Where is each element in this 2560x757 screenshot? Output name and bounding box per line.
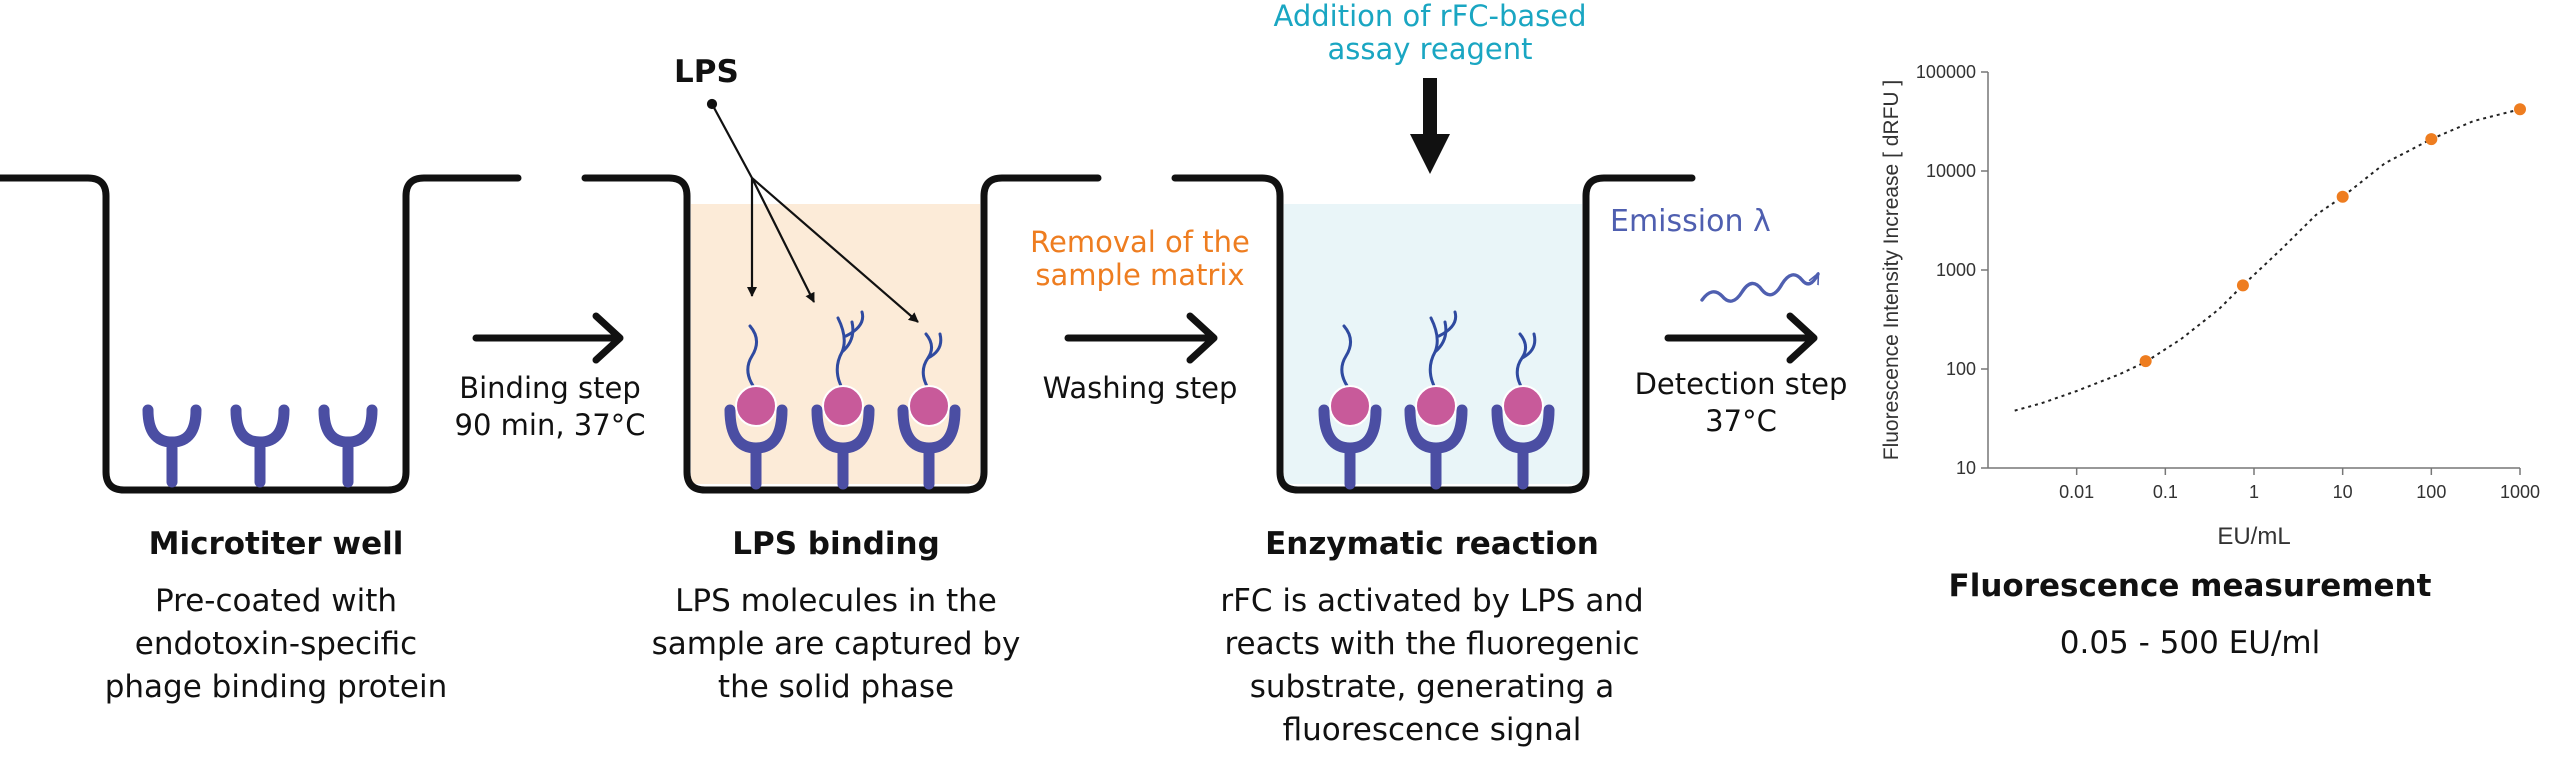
x-tick-label: 100 [2416,482,2446,502]
step-line: 37°C [1705,404,1777,438]
stage-fluorescence-measurement: Fluorescence measurement 0.05 - 500 EU/m… [1940,568,2440,665]
lps-chain [1428,310,1458,392]
fit-curve [2014,108,2521,412]
binding-step-label: Binding step 90 min, 37°C [440,370,660,444]
x-tick-label: 10 [2333,482,2353,502]
stage-desc: Pre-coated with endotoxin-specific phage… [76,580,476,709]
reagent-arrow [1410,78,1450,174]
step-line: Detection step [1634,367,1848,401]
lps-bead [1329,385,1371,427]
stage-title: Microtiter well [148,526,404,562]
lps-bead [1502,385,1544,427]
y-tick-label: 10000 [1926,161,1976,181]
emission-wave-icon [1700,274,1820,303]
desc-line: LPS molecules in the [675,583,997,619]
lps-pointers [706,98,919,323]
lps-bead [735,385,777,427]
washing-step-label: Washing step [1030,370,1250,407]
desc-line: substrate, generating a [1249,669,1615,705]
desc-line: reacts with the fluoregenic [1224,626,1640,662]
step-line: Binding step [459,371,641,405]
arrow-down-icon [1410,134,1450,174]
lps-chain [746,324,758,392]
y-tick-label: 1000 [1936,260,1976,280]
protein-icon [318,404,378,488]
well-1-proteins [142,404,378,488]
x-tick-label: 1000 [2500,482,2540,502]
stage-desc: 0.05 - 500 EU/ml [1940,622,2440,665]
lps-chain [1340,324,1352,392]
lps-label: LPS [674,54,739,90]
protein-icon [142,404,202,488]
desc-line: endotoxin-specific [134,626,418,662]
data-point [2236,279,2249,292]
lps-chain [1515,332,1537,392]
protein-icon [1404,404,1468,490]
removal-label-line: Removal of the [1030,225,1250,259]
y-tick-label: 100000 [1916,62,1976,82]
stage-enzymatic-reaction: Enzymatic reaction rFC is activated by L… [1212,526,1652,752]
desc-line: phage binding protein [104,669,448,705]
lps-bead [908,385,950,427]
lps-bead [1415,385,1457,427]
stage-lps-binding: LPS binding LPS molecules in the sample … [636,526,1036,709]
reagent-label: Addition of rFC-based assay reagent [1230,0,1630,66]
step-line: 90 min, 37°C [454,408,646,442]
lps-chain [921,332,943,392]
x-axis-label: EU/mL [2217,523,2290,550]
well-2 [581,174,1102,494]
well-2-complexes [724,310,961,490]
desc-line: Pre-coated with [154,583,397,619]
stage-desc: LPS molecules in the sample are captured… [636,580,1036,709]
detection-step-label: Detection step 37°C [1626,366,1856,440]
emission-label: Emission λ [1610,204,1771,239]
protein-icon [1491,404,1555,490]
protein-icon [811,404,875,490]
desc-line: the solid phase [717,669,955,705]
protein-icon [230,404,290,488]
removal-label: Removal of the sample matrix [1010,226,1270,292]
lps-bead [822,385,864,427]
protein-icon [724,404,788,490]
y-tick-label: 100 [1946,359,1976,379]
stage-microtiter-well: Microtiter well Pre-coated with endotoxi… [76,526,476,709]
data-point [2425,133,2438,146]
data-point [2139,355,2152,368]
stage-desc: rFC is activated by LPS and reacts with … [1212,580,1652,752]
desc-line: rFC is activated by LPS and [1220,583,1644,619]
protein-icon [897,404,961,490]
x-tick-label: 0.1 [2153,482,2178,502]
lps-chain [835,310,865,392]
arrow-right-icon [1064,312,1218,364]
well-3 [1171,174,1696,494]
stage-title: LPS binding [732,526,940,562]
well-3-complexes [1318,310,1555,490]
reagent-label-line: Addition of rFC-based [1273,0,1587,33]
desc-line: fluorescence signal [1282,712,1582,748]
step-line: Washing step [1042,371,1238,405]
x-tick-label: 0.01 [2059,482,2094,502]
stage-title: Fluorescence measurement [1948,568,2432,604]
step-arrows [472,312,1818,364]
fluorescence-chart: 0.01 0.1 1 10 100 1000 10 100 1000 10000 100000EU/… [1880,62,2540,550]
stage-title: Enzymatic reaction [1265,526,1599,562]
arrow-right-icon [472,312,624,364]
well-1 [0,174,522,494]
removal-label-line: sample matrix [1035,258,1245,292]
well-outlines [0,174,1696,494]
y-tick-label: 10 [1956,458,1976,478]
desc-line: 0.05 - 500 EU/ml [2059,625,2321,661]
reagent-label-line: assay reagent [1327,32,1533,66]
y-axis-label: Fluorescence Intensity Increase [ dRFU ] [1880,80,1903,461]
protein-icon [1318,404,1382,490]
data-point [2336,190,2349,203]
data-point [2514,103,2526,116]
desc-line: sample are captured by [651,626,1021,662]
arrow-right-icon [1664,312,1818,364]
x-tick-label: 1 [2249,482,2259,502]
